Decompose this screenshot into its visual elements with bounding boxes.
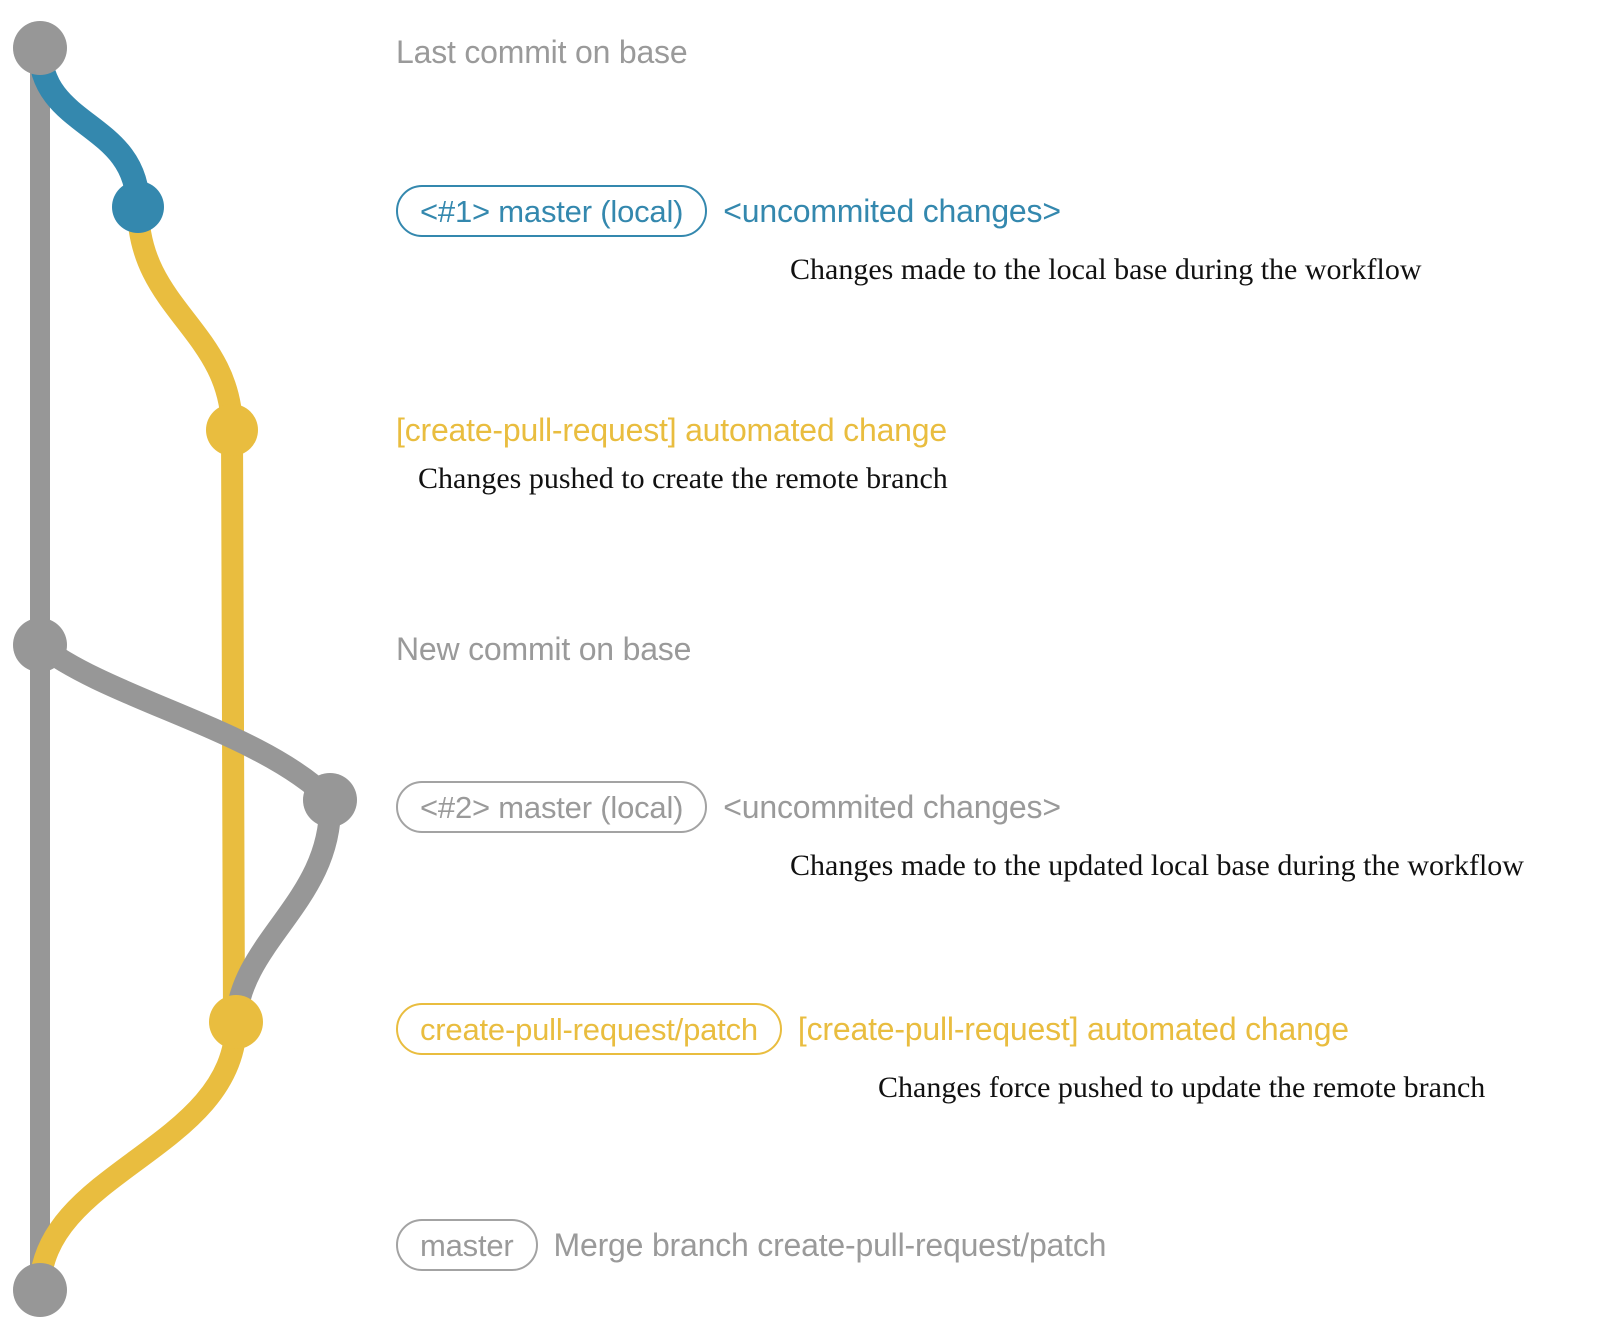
row-main: Last commit on base (396, 34, 688, 70)
ref-badge-master-local-2[interactable]: <#2> master (local) (396, 781, 708, 833)
commit-node-local-2[interactable] (303, 773, 357, 827)
row-main: create-pull-request/patch [create-pull-r… (396, 1003, 1485, 1055)
commit-row-master-local-2: <#2> master (local) <uncommited changes>… (396, 781, 1524, 881)
edge-local-2-to-patch-2 (225, 789, 342, 1033)
edge-local-1-to-patch-1 (127, 196, 243, 441)
commit-row-last-commit-on-base: Last commit on base (396, 34, 688, 70)
row-main: <#1> master (local) <uncommited changes> (396, 185, 1422, 237)
commit-subject: Merge branch create-pull-request/patch (553, 1227, 1107, 1263)
commit-row-automated-change-2: create-pull-request/patch [create-pull-r… (396, 1003, 1485, 1103)
edge-base-new-to-local-2 (29, 634, 341, 811)
commit-row-master-local-1: <#1> master (local) <uncommited changes>… (396, 185, 1422, 285)
commit-node-local-1[interactable] (112, 181, 164, 233)
commit-subject: [create-pull-request] automated change (396, 412, 947, 448)
commit-node-patch-1[interactable] (206, 404, 258, 456)
commit-subject: New commit on base (396, 631, 692, 667)
row-main: master Merge branch create-pull-request/… (396, 1219, 1106, 1271)
ref-badge-master[interactable]: master (396, 1219, 538, 1271)
commit-row-merge-commit: master Merge branch create-pull-request/… (396, 1219, 1106, 1271)
commit-note: Changes made to the updated local base d… (790, 849, 1524, 882)
row-main: <#2> master (local) <uncommited changes> (396, 781, 1524, 833)
commit-row-automated-change-1: [create-pull-request] automated change C… (396, 414, 948, 494)
commit-node-base-head[interactable] (13, 21, 67, 75)
ref-badge-create-pull-request-patch[interactable]: create-pull-request/patch (396, 1003, 782, 1055)
commit-subject: <uncommited changes> (723, 789, 1061, 825)
commit-node-merge[interactable] (13, 1263, 67, 1317)
commit-node-base-new[interactable] (13, 618, 67, 672)
edge-base-to-local-1 (28, 36, 150, 219)
commit-note: Changes force pushed to update the remot… (878, 1071, 1486, 1104)
commit-subject: [create-pull-request] automated change (797, 1011, 1349, 1047)
commit-node-patch-2[interactable] (209, 995, 263, 1049)
commit-subject: Last commit on base (396, 34, 688, 70)
ref-badge-master-local-1[interactable]: <#1> master (local) (396, 185, 708, 237)
commit-subject: <uncommited changes> (723, 193, 1061, 229)
commit-row-new-commit-on-base: New commit on base (396, 633, 691, 665)
commit-note: Changes made to the local base during th… (790, 253, 1422, 286)
commit-note: Changes pushed to create the remote bran… (418, 462, 948, 495)
row-main: New commit on base (396, 633, 691, 665)
edge-patch-2-to-merge (29, 1011, 247, 1301)
row-main: [create-pull-request] automated change (396, 414, 948, 446)
